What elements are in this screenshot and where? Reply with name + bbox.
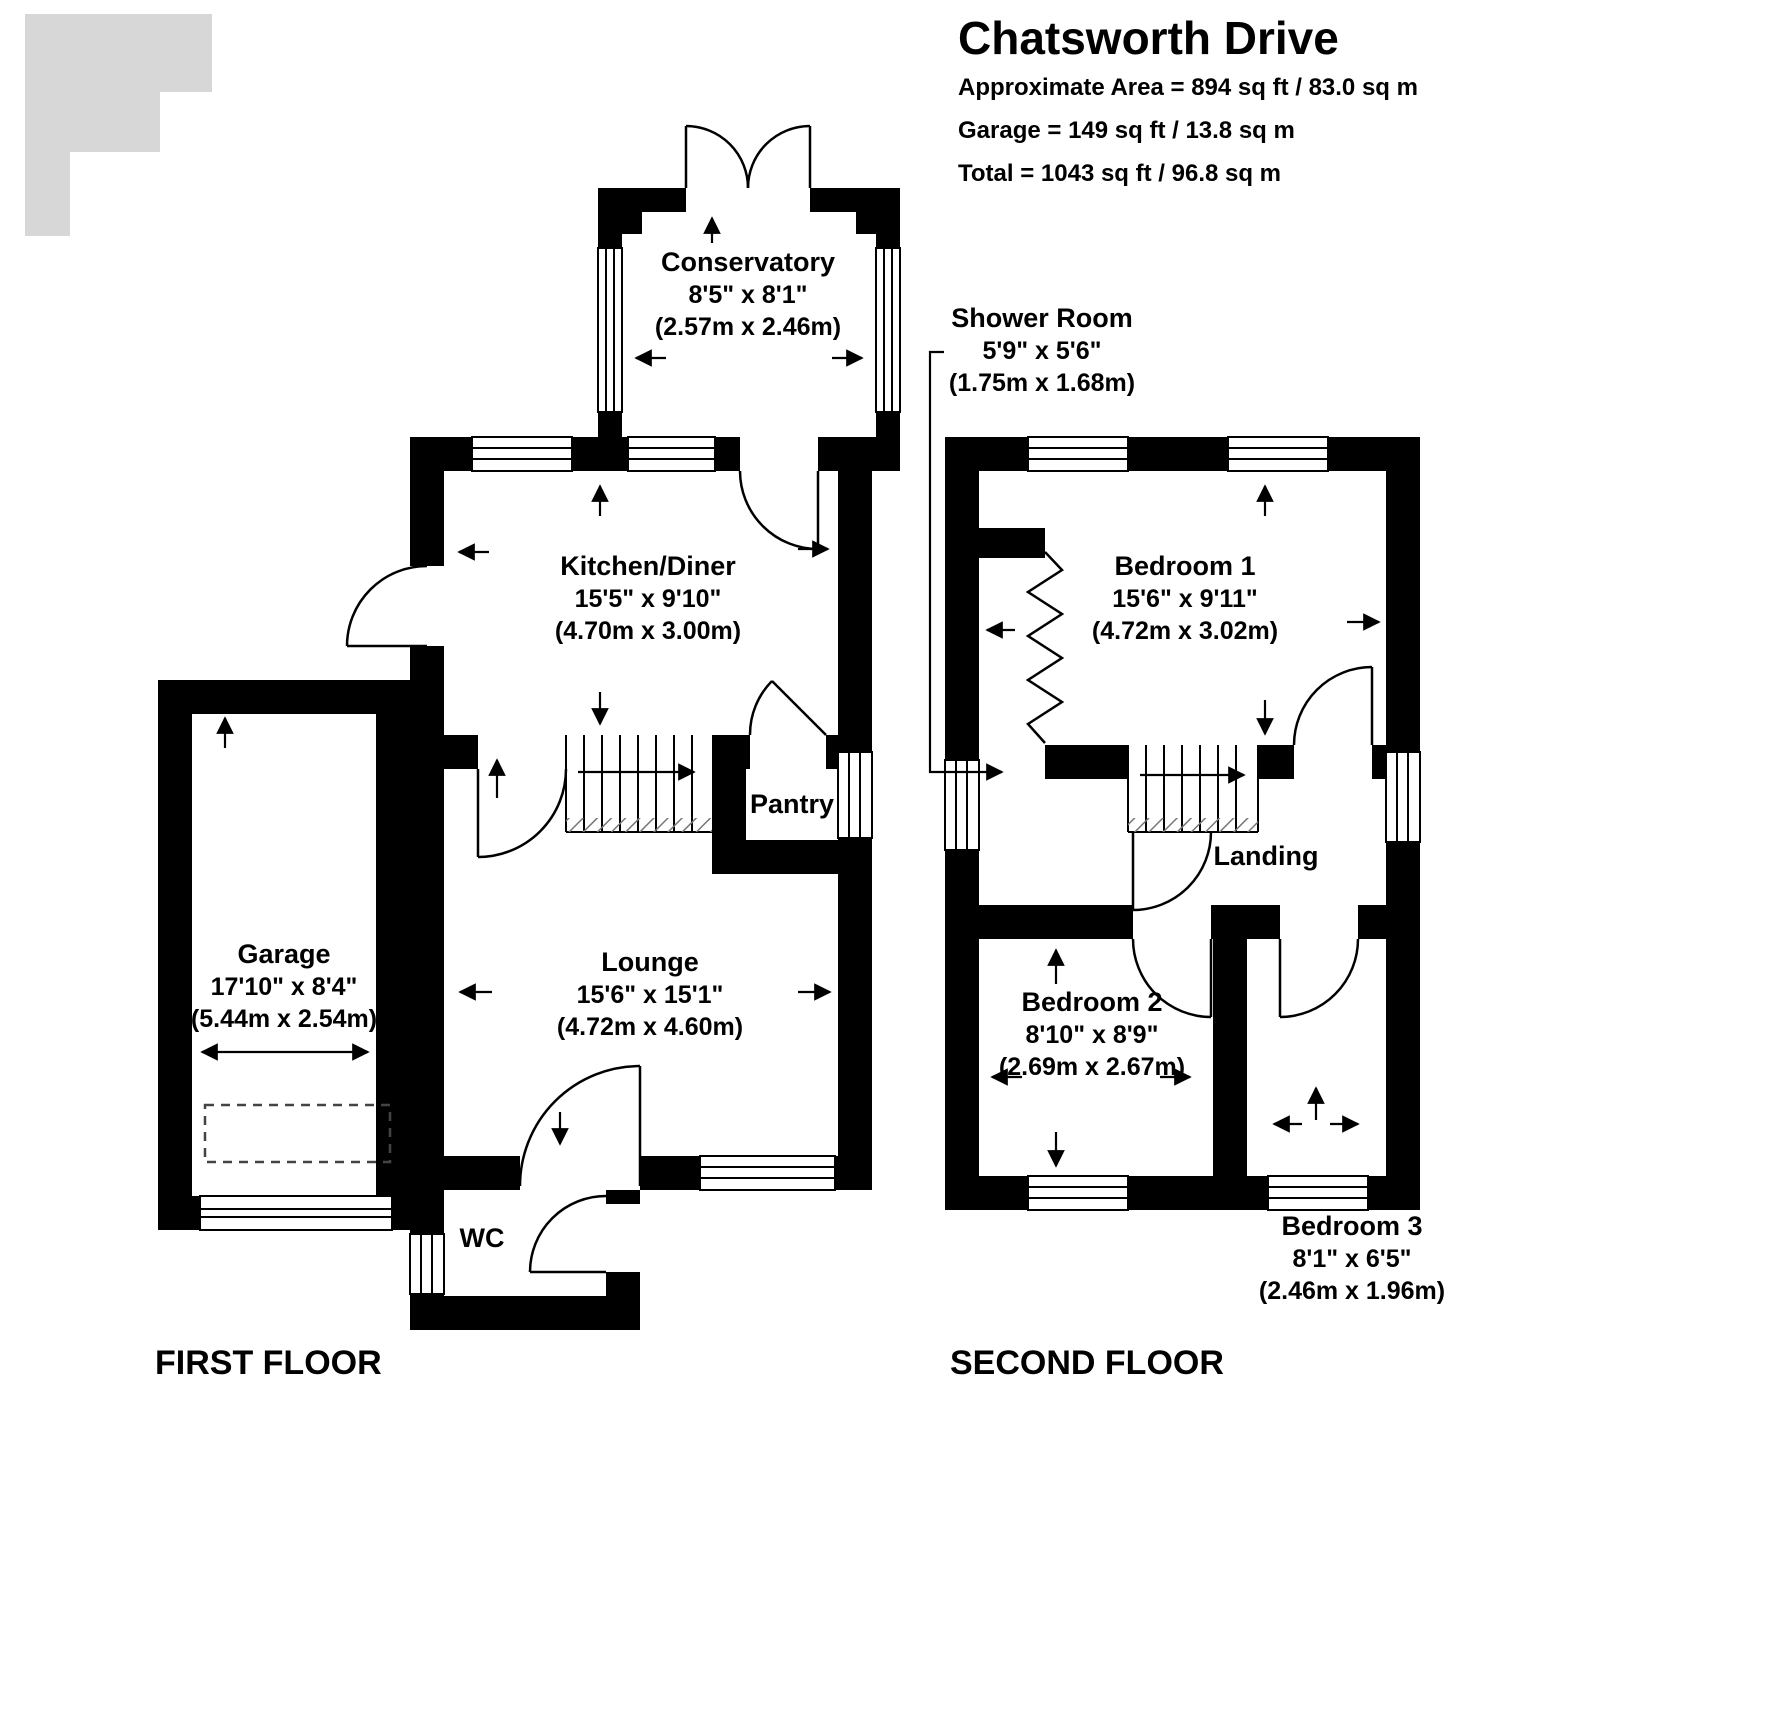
conservatory-name: Conservatory <box>660 247 836 277</box>
total-area-line: Total = 1043 sq ft / 96.8 sq m <box>958 160 1282 187</box>
bedroom1-name: Bedroom 1 <box>1114 551 1256 581</box>
lounge-metric: (4.72m x 4.60m) <box>556 1013 744 1041</box>
door-kitchen-hall <box>476 768 568 859</box>
shower-room-imperial: 5'9" x 5'6" <box>982 337 1102 365</box>
room-label-kitchen-diner: Kitchen/Diner 15'5" x 9'10" (4.70m x 3.0… <box>555 550 741 647</box>
lounge-imperial: 15'6" x 15'1" <box>576 981 724 1009</box>
shower-screen-zigzag <box>1025 551 1065 744</box>
window-lounge-bottom <box>699 1155 836 1191</box>
pantry-name: Pantry <box>749 789 835 819</box>
room-label-shower-room: Shower Room 5'9" x 5'6" (1.75m x 1.68m) <box>949 302 1135 399</box>
garage-name: Garage <box>237 939 331 969</box>
window-bedroom1-top-left <box>1027 436 1129 472</box>
title-block: Chatsworth Drive Approximate Area = 894 … <box>958 10 1418 195</box>
shower-room-leader-line <box>928 350 1004 781</box>
garage-metric: (5.44m x 2.54m) <box>190 1005 378 1033</box>
bedroom2-metric: (2.69m x 2.67m) <box>998 1053 1186 1081</box>
scan-artifact <box>25 14 212 236</box>
room-label-wc: WC <box>460 1222 505 1255</box>
window-bedroom1-top-right <box>1227 436 1329 472</box>
door-bedroom2 <box>1131 938 1213 1019</box>
walls <box>158 188 1420 1330</box>
room-label-garage: Garage 17'10" x 8'4" (5.44m x 2.54m) <box>191 938 377 1035</box>
room-label-bedroom1: Bedroom 1 15'6" x 9'11" (4.72m x 3.02m) <box>1092 550 1278 647</box>
kitchen-diner-metric: (4.70m x 3.00m) <box>554 617 742 645</box>
window-conservatory-left <box>597 247 623 413</box>
room-label-pantry: Pantry <box>750 788 834 821</box>
garage-imperial: 17'10" x 8'4" <box>210 973 358 1001</box>
shower-room-name: Shower Room <box>951 303 1133 333</box>
window-bedroom3-bottom <box>1267 1175 1369 1211</box>
bedroom1-metric: (4.72m x 3.02m) <box>1091 617 1279 645</box>
door-wc <box>528 1194 607 1274</box>
door-bedroom1 <box>1292 665 1374 746</box>
stairs-second-floor <box>1127 745 1259 833</box>
bedroom3-name: Bedroom 3 <box>1281 1211 1423 1241</box>
second-floor-label: SECOND FLOOR <box>950 1344 1224 1382</box>
landing-name: Landing <box>1213 841 1319 871</box>
stairs-first-floor <box>565 735 712 833</box>
door-landing-stairs <box>1131 831 1213 912</box>
bedroom2-imperial: 8'10" x 8'9" <box>1025 1021 1159 1049</box>
window-landing-right <box>1385 751 1421 843</box>
garage-door-dashed-outline <box>203 1103 392 1164</box>
doors <box>345 124 1374 1274</box>
room-label-conservatory: Conservatory 8'5" x 8'1" (2.57m x 2.46m) <box>655 246 841 343</box>
page-title: Chatsworth Drive <box>958 12 1339 64</box>
conservatory-imperial: 8'5" x 8'1" <box>688 281 808 309</box>
bedroom3-imperial: 8'1" x 6'5" <box>1292 1245 1412 1273</box>
kitchen-diner-name: Kitchen/Diner <box>560 551 736 581</box>
wc-name: WC <box>459 1223 505 1253</box>
conservatory-metric: (2.57m x 2.46m) <box>654 313 842 341</box>
room-label-lounge: Lounge 15'6" x 15'1" (4.72m x 4.60m) <box>557 946 743 1043</box>
windows <box>199 247 1421 1295</box>
garage-area-line: Garage = 149 sq ft / 13.8 sq m <box>958 117 1295 144</box>
kitchen-diner-imperial: 15'5" x 9'10" <box>574 585 722 613</box>
door-bedroom3 <box>1278 938 1360 1019</box>
window-wc-left <box>409 1233 445 1295</box>
window-landing-left <box>944 759 980 851</box>
dimension-arrows <box>200 216 1381 1168</box>
door-kitchen-conservatory <box>738 470 820 551</box>
bedroom2-name: Bedroom 2 <box>1021 987 1163 1017</box>
room-label-landing: Landing <box>1214 840 1319 873</box>
window-conservatory-right <box>875 247 901 413</box>
garage-door-opening <box>199 1195 393 1231</box>
room-label-bedroom2: Bedroom 2 8'10" x 8'9" (2.69m x 2.67m) <box>999 986 1185 1083</box>
window-bedroom2-bottom <box>1027 1175 1129 1211</box>
lounge-name: Lounge <box>601 947 699 977</box>
window-pantry-right <box>837 751 873 839</box>
approximate-area-line: Approximate Area = 894 sq ft / 83.0 sq m <box>958 74 1418 101</box>
room-label-bedroom3: Bedroom 3 8'1" x 6'5" (2.46m x 1.96m) <box>1259 1210 1445 1307</box>
door-pantry <box>748 680 827 736</box>
first-floor-label: FIRST FLOOR <box>155 1344 382 1382</box>
window-kitchen-top-2 <box>627 436 716 472</box>
door-side-entrance <box>345 564 428 648</box>
window-kitchen-top <box>471 436 573 472</box>
bedroom3-metric: (2.46m x 1.96m) <box>1258 1277 1446 1305</box>
shower-room-metric: (1.75m x 1.68m) <box>948 369 1136 397</box>
bedroom1-imperial: 15'6" x 9'11" <box>1112 585 1258 613</box>
door-conservatory-french <box>684 124 812 189</box>
door-lounge-entrance <box>518 1064 642 1187</box>
